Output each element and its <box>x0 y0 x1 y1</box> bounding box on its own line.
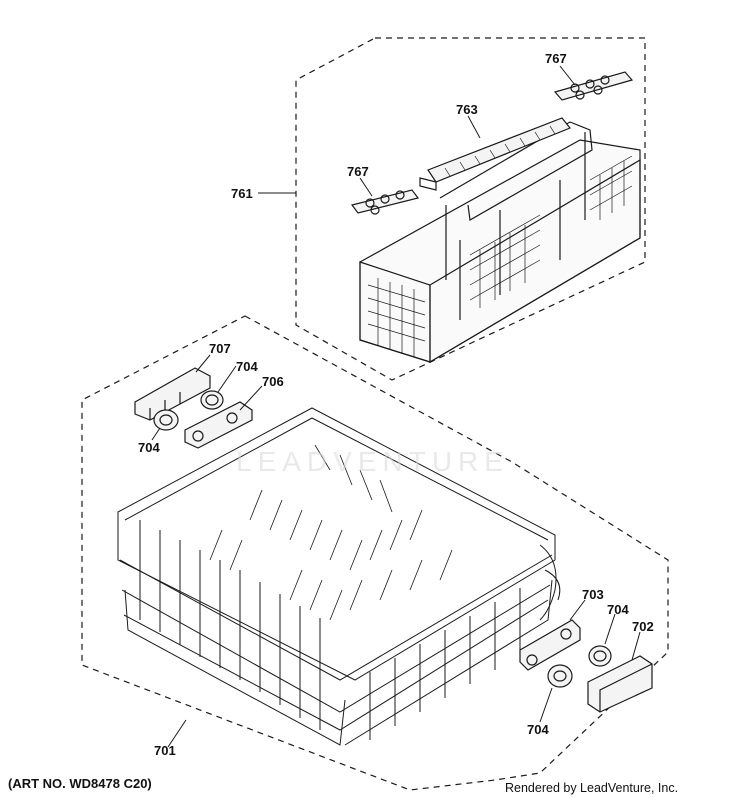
callout-763: 763 <box>456 102 478 117</box>
callout-704-left: 704 <box>138 440 160 455</box>
roller-704-right <box>588 645 612 667</box>
roller-704-bottom <box>547 664 573 688</box>
basket-lid-763 <box>419 117 571 191</box>
callout-767-top: 767 <box>545 51 567 66</box>
callout-702: 702 <box>632 619 654 634</box>
callout-704-right: 704 <box>607 602 629 617</box>
callout-707: 707 <box>209 341 231 356</box>
callout-704-bottom: 704 <box>527 722 549 737</box>
callout-703: 703 <box>582 587 604 602</box>
rack-group-outline <box>81 315 669 791</box>
rack-bracket-703 <box>519 619 581 671</box>
roller-704-left <box>153 409 179 431</box>
callout-706: 706 <box>262 374 284 389</box>
dish-rack-701 <box>117 407 561 746</box>
basket-cover-767-top <box>553 71 634 101</box>
watermark: LEADVENTURE <box>236 446 509 477</box>
rack-bracket-706 <box>184 401 253 449</box>
callout-767-left: 767 <box>347 164 369 179</box>
basket-cover-767-left <box>350 189 420 215</box>
silverware-basket-group-outline <box>295 37 646 381</box>
roller-704-upper <box>200 390 224 410</box>
rack-cap-702 <box>587 655 653 713</box>
rendered-by-credit: Rendered by LeadVenture, Inc. <box>505 781 679 795</box>
callout-701: 701 <box>154 743 176 758</box>
art-number: (ART NO. WD8478 C20) <box>8 776 152 791</box>
silverware-basket <box>359 121 641 364</box>
leader-lines <box>151 65 641 748</box>
callout-761: 761 <box>231 186 253 201</box>
callout-704-upper: 704 <box>236 359 258 374</box>
